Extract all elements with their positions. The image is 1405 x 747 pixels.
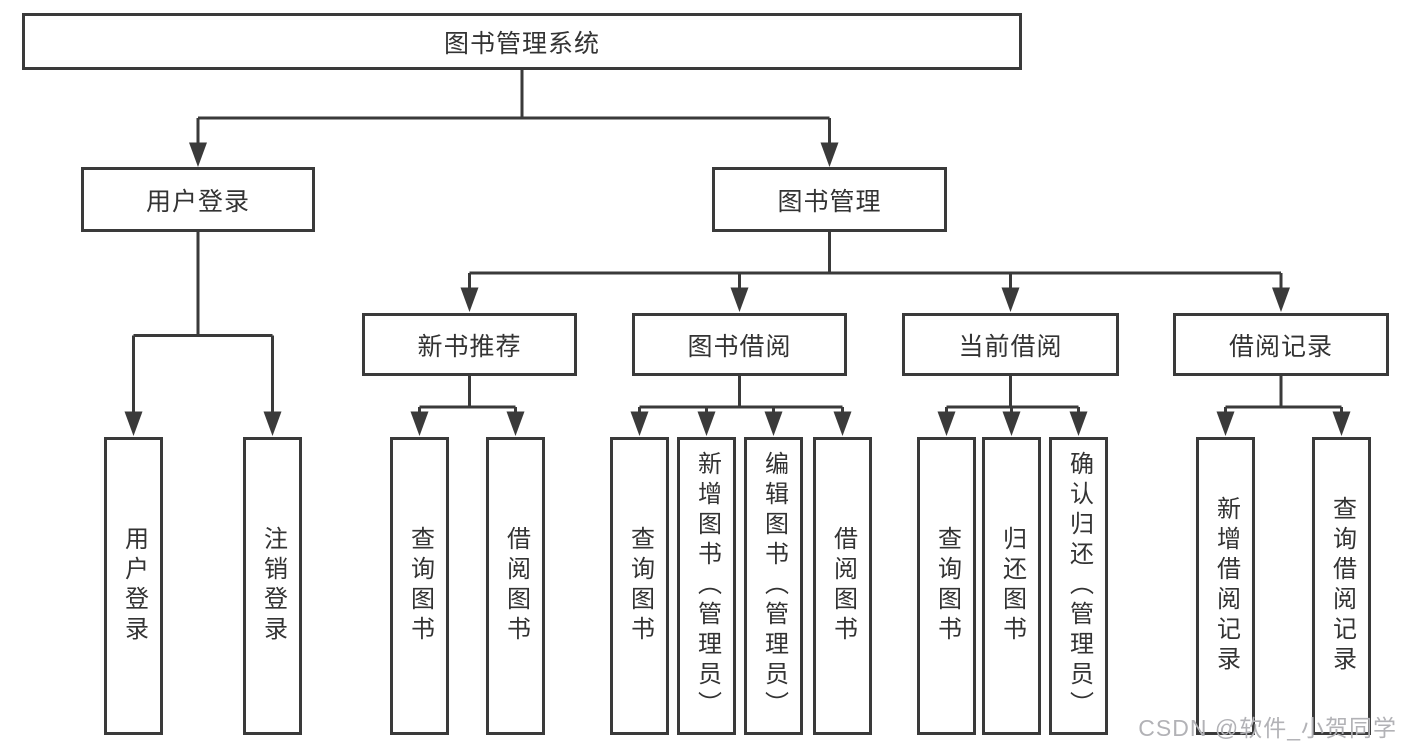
arrow-icon xyxy=(410,411,429,436)
leaf-edit-book-admin: 编辑图书（管理员） xyxy=(744,437,803,735)
tree-edges xyxy=(132,70,1343,414)
leaf-borrow-books: 借阅图书 xyxy=(813,437,872,735)
arrow-icon xyxy=(460,287,479,312)
arrow-icon xyxy=(833,411,852,436)
leaf-borrow-books-recommend: 借阅图书 xyxy=(486,437,545,735)
node-borrow-records: 借阅记录 xyxy=(1173,313,1389,376)
arrow-icon xyxy=(1069,411,1088,436)
leaf-add-book-admin: 新增图书（管理员） xyxy=(677,437,736,735)
arrow-icon xyxy=(263,411,282,436)
arrow-icon xyxy=(630,411,649,436)
arrow-icon xyxy=(1001,287,1020,312)
node-book-borrow: 图书借阅 xyxy=(632,313,847,376)
node-user-login: 用户登录 xyxy=(81,167,315,232)
leaf-confirm-return-admin: 确认归还（管理员） xyxy=(1049,437,1108,735)
node-root-system: 图书管理系统 xyxy=(22,13,1022,70)
node-book-management: 图书管理 xyxy=(712,167,947,232)
arrow-icon xyxy=(697,411,716,436)
arrow-icon xyxy=(1002,411,1021,436)
leaf-query-borrow-record: 查询借阅记录 xyxy=(1312,437,1371,735)
leaf-user-login: 用户登录 xyxy=(104,437,163,735)
arrow-icon xyxy=(506,411,525,436)
node-current-borrow: 当前借阅 xyxy=(902,313,1119,376)
arrow-icon xyxy=(820,142,839,167)
leaf-add-borrow-record: 新增借阅记录 xyxy=(1196,437,1255,735)
leaf-return-book: 归还图书 xyxy=(982,437,1041,735)
arrow-icon xyxy=(1216,411,1235,436)
leaf-query-books-recommend: 查询图书 xyxy=(390,437,449,735)
node-new-book-recommend: 新书推荐 xyxy=(362,313,577,376)
leaf-query-books-current: 查询图书 xyxy=(917,437,976,735)
arrowhead-icons xyxy=(124,142,1351,436)
arrow-icon xyxy=(189,142,207,167)
csdn-watermark: CSDN @软件_小贺同学 xyxy=(1138,715,1397,741)
arrow-icon xyxy=(937,411,956,436)
arrow-icon xyxy=(764,411,783,436)
leaf-query-books-borrow: 查询图书 xyxy=(610,437,669,735)
arrow-icon xyxy=(1272,287,1290,312)
arrow-icon xyxy=(730,287,749,312)
arrow-icon xyxy=(1332,411,1351,436)
leaf-logout: 注销登录 xyxy=(243,437,302,735)
arrow-icon xyxy=(124,411,143,436)
